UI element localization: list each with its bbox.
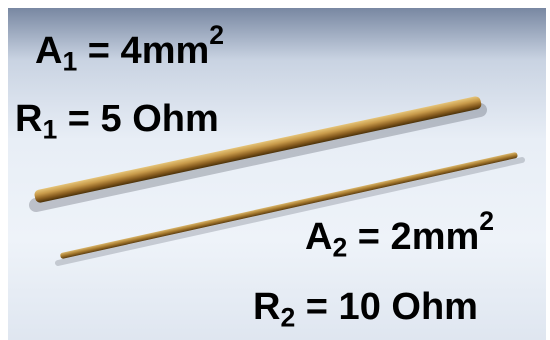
frame-top-border [0,0,550,8]
frame-right-border [546,0,550,340]
wire2-area-label: A2 = 2mm2 [305,218,494,256]
frame-left-border [0,0,8,340]
wire1-area-label: A1 = 4mm2 [35,32,224,70]
wire1-resistance-label: R1 = 5 Ohm [15,100,219,138]
wire2-resistance-label: R2 = 10 Ohm [253,288,478,326]
